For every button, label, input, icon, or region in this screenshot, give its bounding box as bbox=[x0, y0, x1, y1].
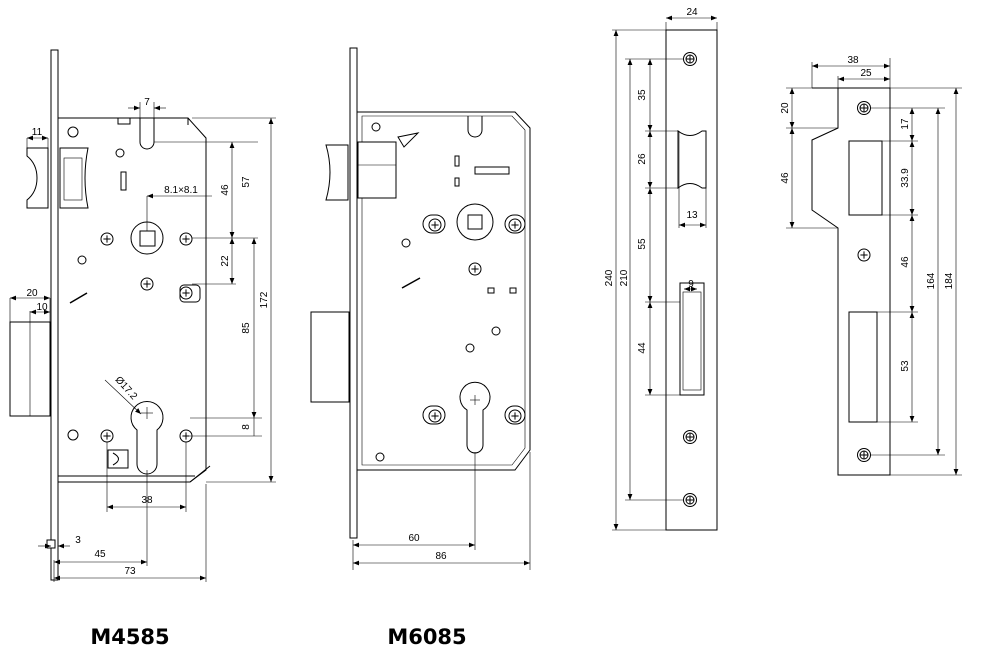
strike-dim-20: 20 bbox=[780, 102, 791, 114]
strike-dim-46a: 46 bbox=[780, 172, 791, 184]
m4585-dim-bolt-depth: 10 bbox=[36, 302, 48, 313]
strike-outline bbox=[811, 87, 891, 476]
faceplate-screw-mid bbox=[683, 430, 697, 444]
strike-dim-184: 184 bbox=[944, 272, 955, 289]
m6085-forend bbox=[349, 47, 358, 539]
faceplate-dim-width: 24 bbox=[686, 7, 698, 18]
strike-dim-164: 164 bbox=[926, 272, 937, 289]
m4585-lock-body: 11 20 10 7 8.1×8.1 57 46 22 85 172 8 Ø17… bbox=[9, 49, 276, 582]
strike-dim-25: 25 bbox=[860, 68, 872, 79]
strike-screw-top bbox=[857, 101, 871, 115]
m6085-deadbolt bbox=[310, 311, 350, 403]
m6085-cylinder-hole bbox=[459, 381, 491, 454]
m4585-dim-8: 8 bbox=[241, 424, 252, 430]
m4585-cylinder-hole bbox=[130, 401, 164, 475]
m4585-dim-diameter: Ø17.2 bbox=[113, 375, 140, 403]
strike-dim-33-9: 33.9 bbox=[900, 168, 911, 188]
m4585-latch bbox=[26, 147, 49, 209]
faceplate-dim-240: 240 bbox=[604, 269, 615, 286]
m4585-dim-slot: 7 bbox=[144, 97, 150, 108]
faceplate-bolt-opening bbox=[679, 282, 705, 396]
m6085-dim-width: 86 bbox=[435, 551, 447, 562]
m4585-dim-bolt-width: 20 bbox=[26, 288, 38, 299]
m4585-dim-22: 22 bbox=[220, 255, 231, 267]
faceplate-dim-9: 9 bbox=[688, 279, 694, 290]
m4585-dim-backset: 45 bbox=[94, 549, 106, 560]
faceplate-drawing: 24 240 210 35 26 55 44 bbox=[604, 7, 718, 531]
strike-dim-38: 38 bbox=[847, 55, 859, 66]
m4585-dim-57: 57 bbox=[241, 176, 252, 188]
m6085-latch bbox=[325, 144, 349, 201]
strike-plate-drawing: 38 25 20 46 17 33.9 46 53 164 184 bbox=[780, 55, 962, 476]
faceplate-dim-55: 55 bbox=[637, 238, 648, 250]
faceplate-dim-210: 210 bbox=[619, 269, 630, 286]
m6085-follower bbox=[456, 203, 494, 241]
m4585-dim-38: 38 bbox=[141, 495, 153, 506]
strike-dim-17: 17 bbox=[900, 118, 911, 130]
strike-latch-opening bbox=[848, 140, 883, 216]
strike-bolt-opening bbox=[848, 311, 878, 423]
m6085-lock-body: 60 86 bbox=[310, 47, 531, 570]
m4585-dim-46: 46 bbox=[220, 184, 231, 196]
faceplate-outline bbox=[665, 29, 718, 531]
faceplate-dim-13: 13 bbox=[686, 210, 698, 221]
strike-dim-53: 53 bbox=[900, 360, 911, 372]
m4585-forend bbox=[50, 49, 59, 581]
m4585-dim-square: 8.1×8.1 bbox=[164, 185, 198, 196]
strike-screw-bottom bbox=[857, 448, 871, 462]
faceplate-dim-35: 35 bbox=[637, 89, 648, 101]
strike-dim-46b: 46 bbox=[900, 256, 911, 268]
m4585-dim-172: 172 bbox=[259, 291, 270, 308]
m4585-dim-latch-width: 11 bbox=[32, 127, 43, 138]
faceplate-dim-44: 44 bbox=[637, 342, 648, 354]
faceplate-dim-26: 26 bbox=[637, 153, 648, 165]
m4585-dim-width: 73 bbox=[124, 566, 136, 577]
m4585-dim-85: 85 bbox=[241, 322, 252, 334]
title-m4585: M4585 bbox=[90, 625, 169, 649]
m6085-dim-backset: 60 bbox=[408, 533, 420, 544]
m4585-dim-thickness: 3 bbox=[75, 535, 81, 546]
title-m6085: M6085 bbox=[387, 625, 466, 649]
m6085-case bbox=[356, 111, 531, 471]
